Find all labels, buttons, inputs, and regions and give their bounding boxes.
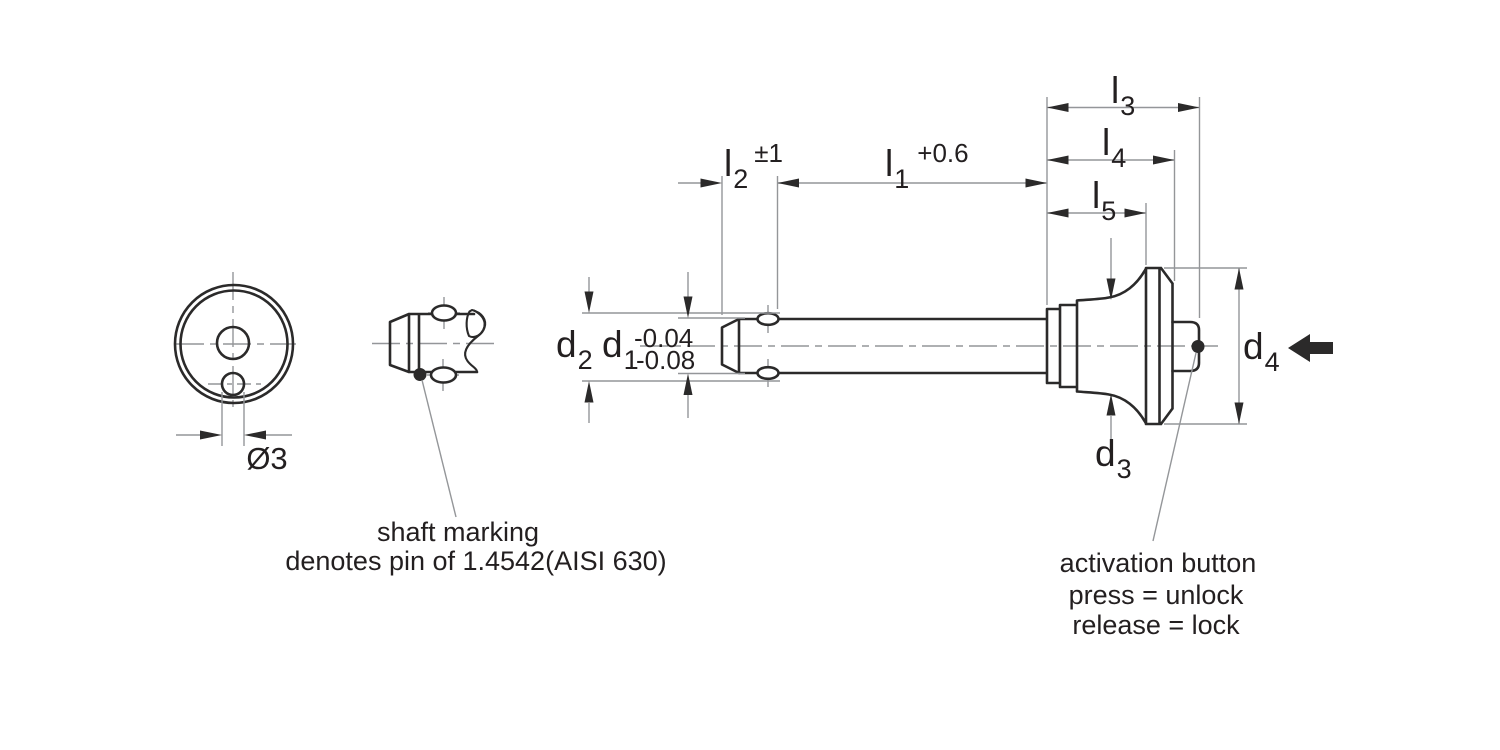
dim-label-d2: d2 [556, 324, 593, 375]
arrowhead-down-icon [584, 291, 594, 313]
arrowhead-down-icon [1234, 402, 1244, 424]
dimension-d4: d4 [1164, 267, 1280, 425]
detail-locking-ball-bottom [429, 366, 458, 384]
dim-label-ball-diameter: Ø3 [246, 441, 287, 476]
arrowhead-right-icon [1124, 208, 1146, 218]
activation-button-line3: release = lock [1072, 610, 1240, 640]
dim-label-l1: l1+0.6 [885, 138, 969, 194]
arrowhead-left-icon [777, 178, 799, 188]
l2-extension-lines [678, 176, 779, 315]
arrowhead-down-icon [683, 296, 693, 318]
end-view-ball-circle [220, 371, 246, 397]
arrowhead-left-icon [1047, 155, 1069, 165]
shaft-marking-line2: denotes pin of 1.4542(AISI 630) [285, 546, 666, 576]
pin-body-outline [720, 266, 1174, 426]
end-view: Ø3 [173, 272, 296, 476]
activation-button-line2: press = unlock [1069, 580, 1244, 610]
shaft-marking-line1: shaft marking [377, 517, 539, 547]
detail-break-hatch [465, 308, 487, 339]
dim-label-d4: d4 [1243, 326, 1280, 377]
dimension-d2: d2 [556, 277, 780, 423]
shaft-marking-annotation: shaft marking denotes pin of 1.4542(AISI… [285, 517, 666, 576]
activation-button-dot [1191, 340, 1205, 353]
dimension-d3: d3 [1095, 238, 1132, 484]
detail-view [372, 297, 496, 518]
dimension-l3: l3 [1046, 70, 1201, 318]
activation-button-annotation: activation button press = unlock release… [1060, 548, 1257, 640]
end-view-center-hole [215, 325, 251, 361]
arrowhead-left-icon [1047, 208, 1069, 218]
dim-label-l3: l3 [1111, 70, 1135, 121]
dim-label-l5: l5 [1092, 175, 1116, 226]
dimension-l1: l1+0.6 [777, 138, 1047, 194]
ball-diameter-extension-lines [176, 392, 292, 446]
press-direction-arrow-icon [1288, 334, 1333, 362]
side-view [640, 266, 1218, 542]
activation-button-line1: activation button [1060, 548, 1257, 578]
end-view-outer-circle [173, 283, 295, 405]
arrowhead-up-icon [683, 373, 693, 395]
arrowhead-up-icon [584, 381, 594, 403]
arrowhead-right-icon [1025, 178, 1047, 188]
arrowhead-up-icon [1234, 268, 1244, 290]
locking-ball-bottom [756, 365, 780, 381]
arrowhead-right-icon [1178, 103, 1200, 112]
dim-label-d1: d1-0.04-0.08 [602, 323, 695, 375]
d1-extension-lines [678, 272, 745, 418]
arrowhead-right-icon [1153, 155, 1175, 165]
dim-label-l2: l2±1 [724, 138, 783, 194]
end-view-inner-circle [179, 289, 289, 399]
dimension-d1: d1-0.04-0.08 [602, 272, 745, 418]
arrowhead-left-icon [244, 430, 266, 440]
dim-label-d3: d3 [1095, 433, 1132, 484]
dimension-l2: l2±1 [678, 138, 783, 315]
activation-button-leader-line [1152, 352, 1197, 542]
detail-locking-ball-top [430, 304, 458, 322]
shaft-marking-leader-line [421, 379, 457, 518]
arrowhead-left-icon [1047, 103, 1069, 112]
dimension-l4: l4 [1047, 122, 1176, 281]
d2-extension-lines [582, 277, 780, 423]
arrowhead-down-icon [1106, 278, 1116, 300]
dimension-ball-diameter: Ø3 [176, 392, 292, 476]
dimension-l5: l5 [1047, 175, 1147, 265]
dim-label-l4: l4 [1102, 122, 1126, 173]
shaft-marking-dot [413, 368, 427, 381]
locking-ball-top [756, 311, 780, 327]
d4-dimension-line [1164, 267, 1247, 425]
arrowhead-right-icon [700, 178, 722, 188]
arrowhead-right-icon [200, 430, 222, 440]
l3-dimension-line [1046, 97, 1201, 318]
detail-pin-outline [388, 312, 479, 374]
arrowhead-up-icon [1106, 394, 1116, 416]
detail-break-line [464, 309, 486, 373]
